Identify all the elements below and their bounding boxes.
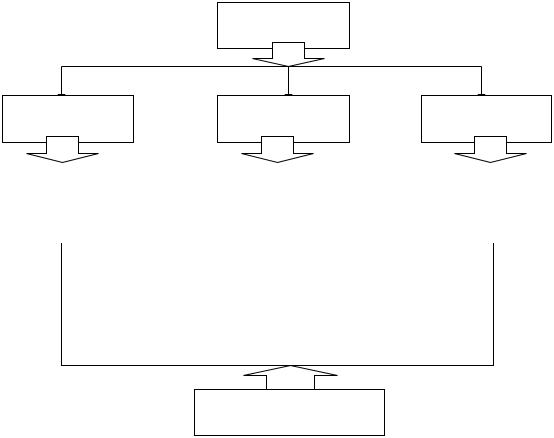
middle-center-down-arrow <box>241 136 314 164</box>
top-box-down-arrow <box>252 42 325 68</box>
middle-left-box <box>2 95 134 143</box>
middle-right-down-arrow <box>454 136 527 164</box>
middle-left-down-arrow <box>26 136 99 164</box>
bottom-box-up-arrow <box>243 364 338 391</box>
top-box <box>217 2 350 49</box>
bottom-bracket <box>61 243 494 366</box>
middle-center-box <box>217 95 350 143</box>
bottom-box <box>194 389 385 436</box>
middle-right-box <box>421 95 552 143</box>
